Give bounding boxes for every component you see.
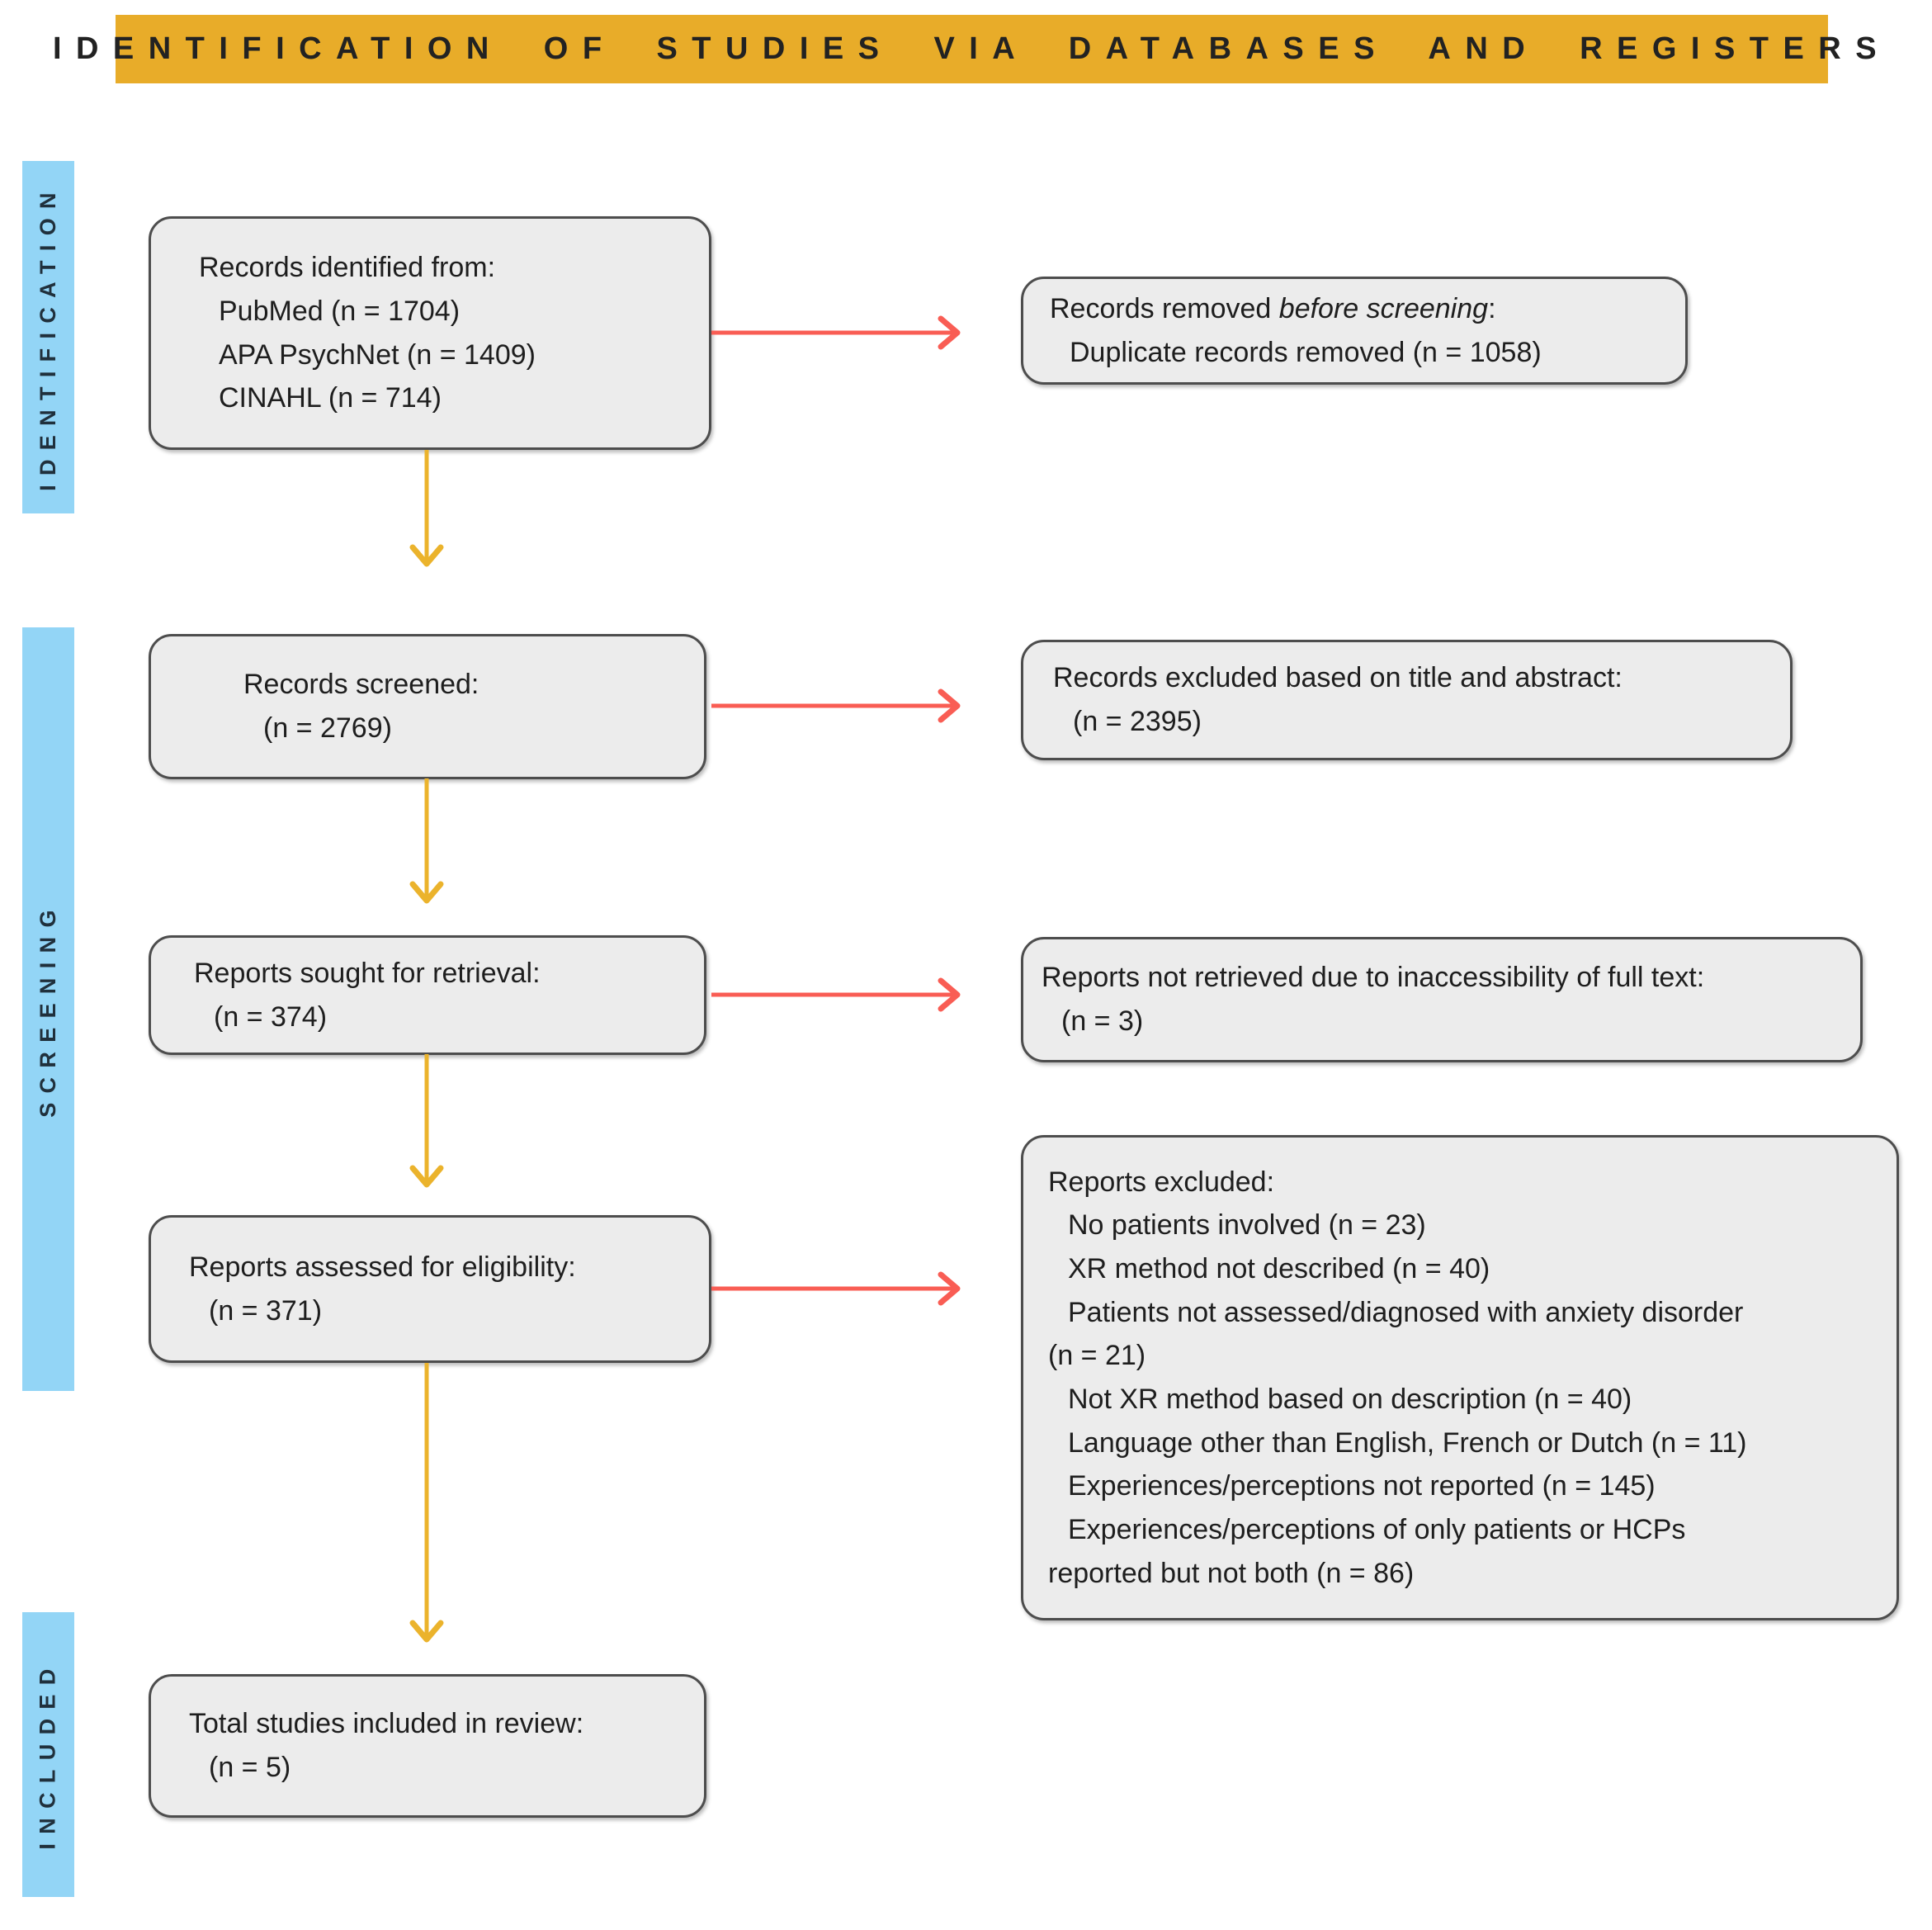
box-line: Records screened: <box>243 669 479 701</box>
down-arrow-identified-to-screened <box>409 450 444 567</box>
diagram-title: IDENTIFICATION OF STUDIES VIA DATABASES … <box>52 31 1892 66</box>
box-line: Experiences/perceptions of only patients… <box>1068 1514 1686 1546</box>
box-line: CINAHL (n = 714) <box>219 382 442 414</box>
box-line: Reports assessed for eligibility: <box>189 1251 576 1283</box>
stage-label-screening: SCREENING <box>35 901 60 1118</box>
right-arrow-screened-to-excluded <box>711 688 961 723</box>
box-records-removed-before-screening: Records removed before screening: Duplica… <box>1021 277 1688 385</box>
box-line: Records excluded based on title and abst… <box>1053 662 1623 694</box>
box-line: PubMed (n = 1704) <box>219 295 461 327</box>
stage-label-included: INCLUDED <box>35 1659 60 1850</box>
title-banner: IDENTIFICATION OF STUDIES VIA DATABASES … <box>53 15 1877 83</box>
box-line: (n = 374) <box>214 1000 328 1033</box>
box-line: Reports sought for retrieval: <box>194 957 541 989</box>
down-arrow-assessed-to-included <box>409 1363 444 1643</box>
box-line: reported but not both (n = 86) <box>1048 1557 1415 1589</box>
box-line: (n = 2395) <box>1073 706 1202 737</box>
down-arrow-sought-to-assessed <box>409 1054 444 1188</box>
box-line: (n = 2769) <box>263 712 392 744</box>
box-records-identified: Records identified from: PubMed (n = 1704… <box>149 216 711 450</box>
box-line: Records removed before screening: <box>1050 292 1496 324</box>
box-line: (n = 3) <box>1061 1005 1144 1037</box>
box-line: Patients not assessed/diagnosed with anx… <box>1068 1296 1744 1328</box>
right-arrow-identified-to-removed <box>711 315 961 350</box>
box-line: Reports not retrieved due to inaccessibi… <box>1042 962 1705 994</box>
stage-bar-screening: SCREENING <box>22 627 74 1391</box>
box-line: Duplicate records removed (n = 1058) <box>1070 336 1542 368</box>
down-arrow-screened-to-sought <box>409 778 444 904</box>
right-arrow-sought-to-not-retrieved <box>711 977 961 1012</box>
box-line: XR method not described (n = 40) <box>1068 1252 1490 1284</box>
box-line: APA PsychNet (n = 1409) <box>219 338 536 371</box>
stage-bar-included: INCLUDED <box>22 1612 74 1897</box>
box-line: (n = 371) <box>209 1294 323 1327</box>
box-reports-not-retrieved: Reports not retrieved due to inaccessibi… <box>1021 937 1863 1062</box>
right-arrow-assessed-to-reports-excluded <box>711 1271 961 1306</box>
box-line: Reports excluded: <box>1048 1166 1275 1198</box>
box-reports-excluded: Reports excluded: No patients involved (n… <box>1021 1135 1899 1620</box>
box-line: (n = 21) <box>1048 1340 1146 1372</box>
box-total-studies-included: Total studies included in review: (n = 5) <box>149 1674 706 1818</box>
box-line: Language other than English, French or D… <box>1068 1426 1747 1459</box>
box-reports-assessed-for-eligibility: Reports assessed for eligibility: (n = 37… <box>149 1215 711 1363</box>
box-line: Records identified from: <box>199 252 496 284</box>
stage-label-identification: IDENTIFICATION <box>35 183 60 491</box>
box-reports-sought-for-retrieval: Reports sought for retrieval: (n = 374) <box>149 935 706 1055</box>
box-line: (n = 5) <box>209 1752 291 1783</box>
box-line: Total studies included in review: <box>189 1708 584 1740</box>
box-line: Experiences/perceptions not reported (n … <box>1068 1470 1656 1502</box>
box-line: No patients involved (n = 23) <box>1068 1209 1426 1242</box>
box-records-excluded-title-abstract: Records excluded based on title and abst… <box>1021 640 1793 760</box>
box-line: Not XR method based on description (n = … <box>1068 1384 1632 1415</box>
box-records-screened: Records screened: (n = 2769) <box>149 634 706 779</box>
stage-bar-identification: IDENTIFICATION <box>22 161 74 513</box>
